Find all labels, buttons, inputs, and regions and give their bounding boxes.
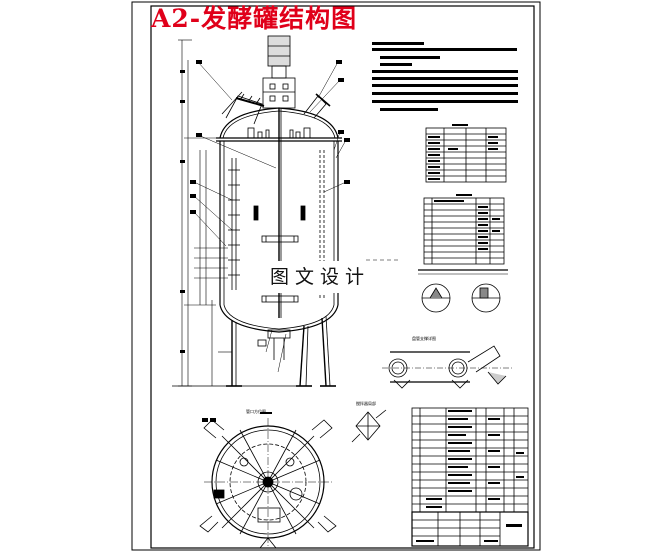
top-view-label: 管口方位图: [246, 409, 266, 414]
nozzle-table: [423, 197, 505, 265]
watermark-text: 图文设计: [264, 261, 377, 293]
impeller-lower: [261, 295, 299, 303]
balloon-marks: [180, 60, 350, 353]
drawing-title: A2-发酵罐结构图: [151, 4, 358, 33]
technical-notes: [372, 42, 518, 111]
bottom-head: [219, 304, 339, 333]
weld-detail-right: [471, 283, 501, 313]
design-spec-table: [425, 127, 507, 183]
frame: [262, 77, 296, 109]
title-block: [411, 511, 529, 547]
tank-front-view: [172, 35, 342, 387]
detail-a-label: 搅拌器局部: [356, 401, 376, 406]
coil-detail-label: 盘管支撑详图: [412, 336, 436, 341]
motor: [267, 35, 291, 67]
top-view: [199, 418, 337, 549]
coil-support-detail: [382, 345, 512, 389]
outer-border: [131, 1, 541, 551]
manhole: [225, 95, 263, 125]
parts-list: [411, 407, 529, 513]
reducer: [271, 65, 287, 79]
inner-border: [150, 5, 535, 549]
agitator-detail: [351, 409, 387, 443]
leg-center: [299, 325, 305, 387]
leg-right: [321, 317, 327, 387]
weld-detail-left: [421, 283, 451, 313]
impeller-upper: [261, 235, 299, 243]
dimension-lines: [178, 39, 232, 387]
coil-left: [228, 158, 240, 290]
leader-lines: [193, 61, 347, 373]
